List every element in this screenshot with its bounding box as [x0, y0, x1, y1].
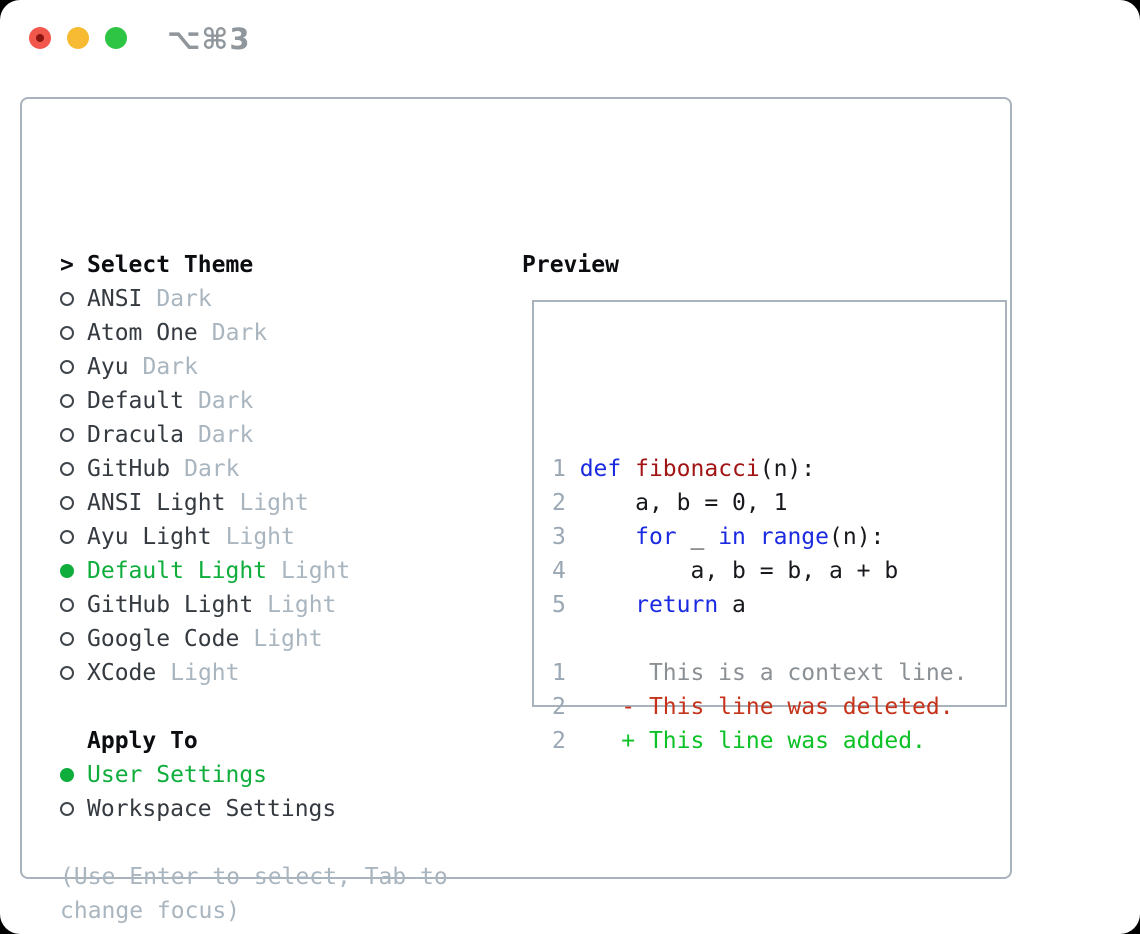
option-label: GitHub Light [87, 592, 254, 618]
theme-variant-tag: Light [239, 490, 309, 516]
traffic-light-close-icon[interactable] [29, 27, 51, 49]
radio-selected-icon [60, 768, 74, 782]
radio-icon [60, 496, 74, 510]
theme-variant-tag: Dark [156, 286, 212, 312]
apply-to-option[interactable]: Workspace Settings [60, 792, 336, 826]
radio-icon [60, 632, 74, 646]
option-label: Ayu Light [87, 524, 212, 550]
theme-option[interactable]: Google Code Light [60, 622, 350, 656]
option-label: Default Light [87, 558, 268, 584]
code-line: 1 This is a context line. [552, 660, 968, 686]
theme-option[interactable]: Atom One Dark [60, 316, 350, 350]
option-label: Atom One [87, 320, 198, 346]
preview-panel [532, 300, 1007, 707]
theme-option[interactable]: Dracula Dark [60, 418, 350, 452]
theme-variant-tag: Dark [184, 456, 240, 482]
code-line: 2 a, b = 0, 1 [552, 490, 788, 516]
theme-variant-tag: Light [225, 524, 295, 550]
option-label: Workspace Settings [87, 796, 337, 822]
theme-variant-tag: Light [170, 660, 240, 686]
theme-option[interactable]: GitHub Light Light [60, 588, 350, 622]
theme-variant-tag: Light [267, 592, 337, 618]
theme-variant-tag: Dark [197, 422, 254, 448]
code-line: 5 return a [552, 592, 746, 618]
option-label: Google Code [87, 626, 240, 652]
theme-variant-tag: Dark [197, 388, 254, 414]
theme-option[interactable]: XCode Light [60, 656, 350, 690]
theme-list-header: > Select Theme [60, 248, 350, 282]
theme-variant-tag: Light [253, 626, 323, 652]
radio-icon [60, 530, 74, 544]
radio-icon [60, 598, 74, 612]
radio-icon [60, 360, 74, 374]
option-label: User Settings [87, 762, 268, 788]
radio-icon [60, 326, 74, 340]
option-label: ANSI [87, 286, 143, 312]
help-text: (Use Enter to select, Tab to change focu… [60, 864, 448, 924]
theme-option[interactable]: ANSI Dark [60, 282, 350, 316]
preview-code: 1 def fibonacci(n): 2 a, b = 0, 1 3 for _ … [552, 350, 967, 758]
theme-option[interactable]: Ayu Dark [60, 350, 350, 384]
theme-option[interactable]: ANSI Light Light [60, 486, 350, 520]
theme-variant-tag: Dark [142, 354, 198, 380]
theme-variant-tag: Dark [211, 320, 268, 346]
theme-option[interactable]: Default Dark [60, 384, 350, 418]
traffic-light-minimize-icon[interactable] [67, 27, 89, 49]
code-line: 4 a, b = b, a + b [552, 558, 899, 584]
radio-icon [60, 292, 74, 306]
apply-to-option[interactable]: User Settings [60, 758, 336, 792]
option-label: Default [87, 388, 184, 414]
radio-icon [60, 802, 74, 816]
theme-option[interactable]: Ayu Light Light [60, 520, 350, 554]
option-label: Dracula [87, 422, 184, 448]
apply-to-header: Apply To [60, 724, 336, 758]
prompt-cursor-icon: > [60, 251, 74, 278]
radio-icon [60, 394, 74, 408]
theme-variant-tag: Light [281, 558, 351, 584]
theme-option[interactable]: GitHub Dark [60, 452, 350, 486]
radio-selected-icon [60, 564, 74, 578]
window-shortcut: ⌥⌘3 [167, 22, 251, 56]
option-label: XCode [87, 660, 157, 686]
record-dot-icon [36, 34, 44, 42]
theme-list-title: Select Theme [87, 252, 254, 278]
preview-title: Preview [522, 252, 619, 278]
code-line: 3 for _ in range(n): [552, 524, 885, 550]
code-line: 2 - This line was deleted. [552, 694, 954, 720]
code-line [552, 622, 967, 656]
option-label: GitHub [87, 456, 171, 482]
theme-option[interactable]: Default Light Light [60, 554, 350, 588]
code-line: 1 def fibonacci(n): [552, 456, 816, 482]
option-label: ANSI Light [87, 490, 226, 516]
traffic-light-zoom-icon[interactable] [105, 27, 127, 49]
apply-to-title: Apply To [87, 728, 198, 754]
code-line: 2 + This line was added. [552, 728, 926, 754]
radio-icon [60, 462, 74, 476]
radio-icon [60, 428, 74, 442]
option-label: Ayu [87, 354, 129, 380]
radio-icon [60, 666, 74, 680]
